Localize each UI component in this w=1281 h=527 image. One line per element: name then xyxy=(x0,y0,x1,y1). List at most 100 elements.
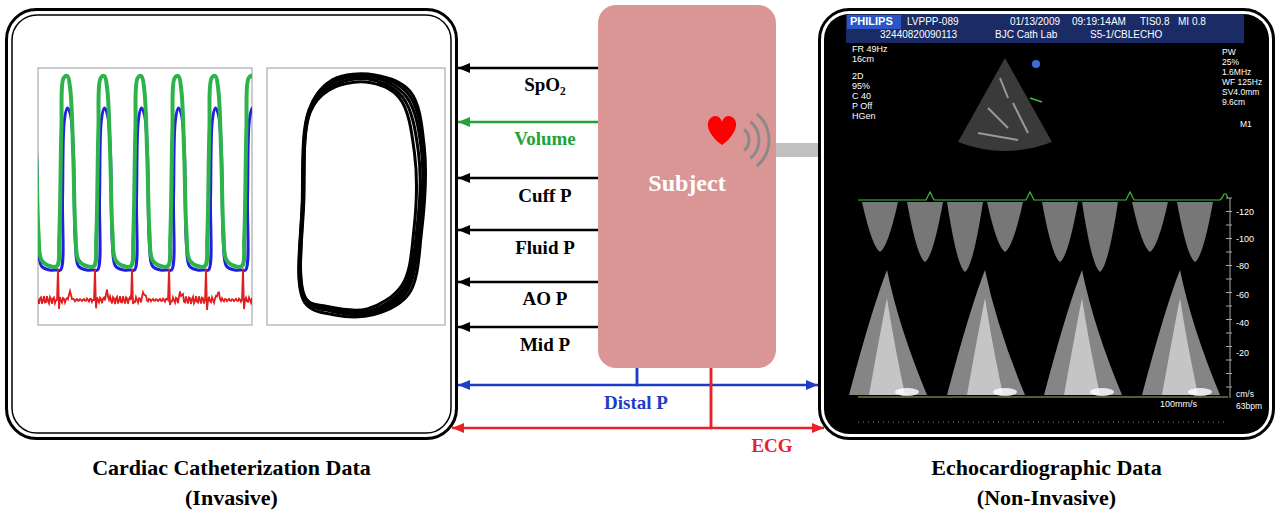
echo-panel: Echocardiographic Data (Non-Invasive)PHI… xyxy=(818,8,1275,440)
signal-arrow xyxy=(452,368,711,428)
signal-arrow xyxy=(711,368,824,428)
tissue-speckle xyxy=(988,108,1008,128)
doppler-flow xyxy=(1132,202,1168,252)
signal-label: Volume xyxy=(514,128,576,150)
time-scale xyxy=(858,422,1228,423)
screen-annotation: 2D xyxy=(852,72,864,81)
doppler-bright xyxy=(895,388,919,396)
panel-border xyxy=(820,10,1274,439)
axis-tick xyxy=(1226,387,1232,388)
screen-annotation: 32440820090113 xyxy=(880,30,957,40)
pv-loop xyxy=(300,76,422,313)
axis-tick xyxy=(1226,319,1232,320)
panel-caption: Echocardiographic Data (Non-Invasive) xyxy=(917,453,1177,513)
doppler-flow xyxy=(987,202,1023,252)
doppler-peak-core xyxy=(967,298,1003,395)
axis-tick xyxy=(1226,252,1232,253)
signal-arrow xyxy=(458,368,637,385)
doppler-bright xyxy=(1090,388,1114,396)
axis-tick xyxy=(1226,333,1232,334)
doppler-peak-core xyxy=(869,298,905,395)
signal-arrow xyxy=(458,67,598,70)
echo-ecg-trace xyxy=(858,192,1228,200)
ecg-waveform xyxy=(38,269,252,310)
screen-annotation: 25% xyxy=(1222,58,1239,67)
screen-annotation: 9.6cm xyxy=(1222,98,1245,107)
subject-label: Subject xyxy=(648,170,725,197)
signal-label: Cuff P xyxy=(518,185,571,207)
echo-screen xyxy=(824,14,1269,434)
ultrasound-wave xyxy=(744,129,749,150)
sector-image xyxy=(958,58,1052,151)
axis-tick xyxy=(1226,373,1232,374)
screen-annotation: -120 xyxy=(1236,208,1254,217)
signal-arrow xyxy=(458,229,598,232)
axis-tick xyxy=(1226,279,1232,280)
screen-annotation: LVPPP-089 xyxy=(907,17,959,27)
ultrasound-wave xyxy=(750,122,759,159)
doppler-baseline xyxy=(858,396,1228,397)
screen-annotation: -40 xyxy=(1236,319,1249,328)
screen-annotation: BJC Cath Lab xyxy=(995,30,1057,40)
screen-annotation: -100 xyxy=(1236,235,1254,244)
signal-arrow xyxy=(458,121,598,124)
heart-symbol xyxy=(708,116,736,145)
doppler-bright xyxy=(1188,388,1212,396)
doppler-flow xyxy=(862,202,898,252)
signal-arrow xyxy=(458,177,598,180)
echo-illustration xyxy=(818,8,1275,440)
screen-annotation: TIS0.8 xyxy=(1140,17,1169,27)
screen-annotation: 1.6MHz xyxy=(1222,68,1251,77)
doppler-peak xyxy=(849,270,927,395)
tissue-speckle xyxy=(978,133,1018,140)
screen-annotation: 16cm xyxy=(852,55,874,64)
doppler-peak xyxy=(1142,270,1220,395)
panel-caption: Cardiac Catheterization Data (Invasive) xyxy=(72,453,392,513)
axis-tick xyxy=(1226,306,1232,307)
signal-label: Mid P xyxy=(520,334,570,356)
doppler-peak-core xyxy=(1162,298,1198,395)
screen-header xyxy=(846,14,1244,43)
probe-marker xyxy=(1032,60,1040,68)
screen-annotation: C 40 xyxy=(852,92,871,101)
pv-loop xyxy=(300,79,420,313)
ultrasound-probe xyxy=(774,143,820,157)
screen-annotation: FR 49Hz xyxy=(852,45,888,54)
tissue-speckle xyxy=(1013,103,1028,133)
screen-annotation: cm/s xyxy=(1236,390,1254,399)
signal-label: ECG xyxy=(751,435,792,457)
axis-tick xyxy=(1226,198,1232,199)
doppler-flow xyxy=(1177,202,1213,262)
subject-box: Subject xyxy=(598,5,776,368)
screen-annotation: S5-1/CBLECHO xyxy=(1090,30,1162,40)
panel-inner-border xyxy=(12,15,451,433)
screen-annotation: M1 xyxy=(1240,120,1252,129)
doppler-flow xyxy=(1082,202,1118,272)
screen-annotation: MI 0.8 xyxy=(1178,17,1206,27)
screen-annotation: PHILIPS xyxy=(850,16,893,27)
screen-annotation: 95% xyxy=(852,82,870,91)
pv-loop-frame xyxy=(267,68,445,325)
sample-gate xyxy=(1030,98,1042,102)
signal-label: SpO₂ xyxy=(524,74,566,96)
volume-waveform xyxy=(38,76,252,267)
axis-tick xyxy=(1226,292,1232,293)
doppler-flow xyxy=(907,202,943,262)
screen-annotation: -20 xyxy=(1236,349,1249,358)
catheterization-illustration xyxy=(5,8,458,440)
screen-annotation: -80 xyxy=(1236,262,1249,271)
screen-annotation: PW xyxy=(1222,48,1236,57)
doppler-bright xyxy=(993,388,1017,396)
axis-tick xyxy=(1226,265,1232,266)
doppler-flow xyxy=(1042,202,1078,262)
pv-loop xyxy=(300,75,425,315)
axis-tick xyxy=(1226,211,1232,212)
screen-annotation: P Off xyxy=(852,102,872,111)
doppler-peak xyxy=(1044,270,1122,395)
doppler-peak-core xyxy=(1064,298,1100,395)
tissue-speckle xyxy=(1000,78,1008,98)
screen-annotation: HGen xyxy=(852,112,876,121)
doppler-peak xyxy=(947,270,1025,395)
axis-tick xyxy=(1226,360,1232,361)
